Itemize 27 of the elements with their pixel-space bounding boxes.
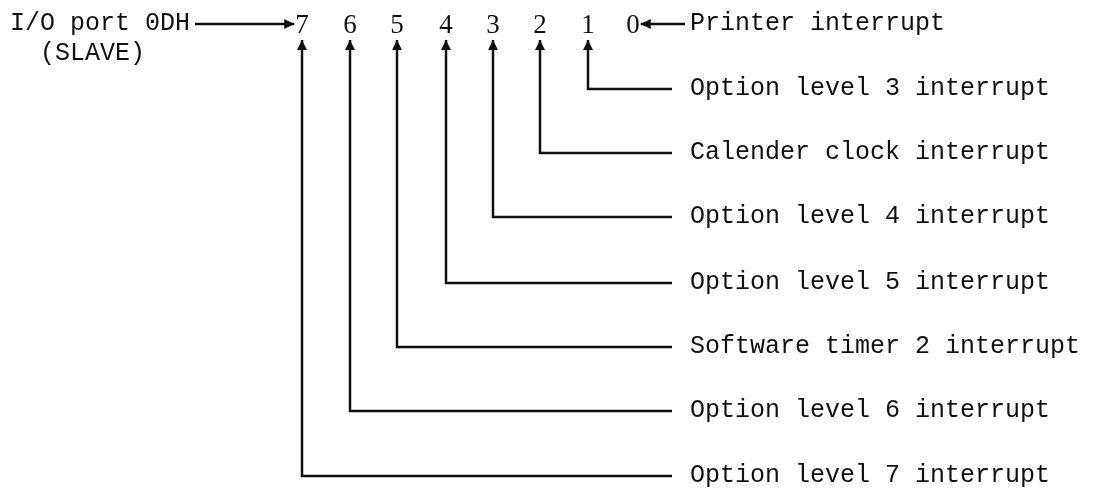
bit-number: 0	[626, 10, 640, 38]
signal-label: Calender clock interrupt	[690, 138, 1051, 168]
bit-number: 4	[439, 10, 453, 38]
arrow	[583, 40, 672, 91]
bit-number: 3	[486, 10, 500, 38]
signal-label: Option level 6 interrupt	[690, 396, 1051, 426]
signal-label: Option level 5 interrupt	[690, 268, 1051, 298]
signal-label: Option level 7 interrupt	[690, 461, 1051, 489]
arrow	[488, 40, 672, 219]
bit-number: 1	[581, 10, 595, 38]
arrow	[640, 19, 685, 29]
port-label: I/O port 0DH	[10, 9, 191, 39]
arrow	[441, 40, 672, 285]
bit-number: 7	[295, 10, 309, 38]
bit-number: 2	[533, 10, 547, 38]
bit-number: 5	[390, 10, 404, 38]
signal-label: Printer interrupt	[690, 9, 946, 39]
arrow	[297, 40, 672, 478]
arrow	[195, 19, 295, 29]
arrow	[345, 40, 672, 413]
signal-label: Software timer 2 interrupt	[690, 332, 1081, 362]
signal-label: Option level 3 interrupt	[690, 74, 1051, 104]
bit-number: 6	[343, 10, 357, 38]
signal-label: Option level 4 interrupt	[690, 202, 1051, 232]
arrow	[535, 40, 672, 155]
port-note: (SLAVE)	[39, 39, 147, 69]
arrow	[392, 40, 672, 349]
